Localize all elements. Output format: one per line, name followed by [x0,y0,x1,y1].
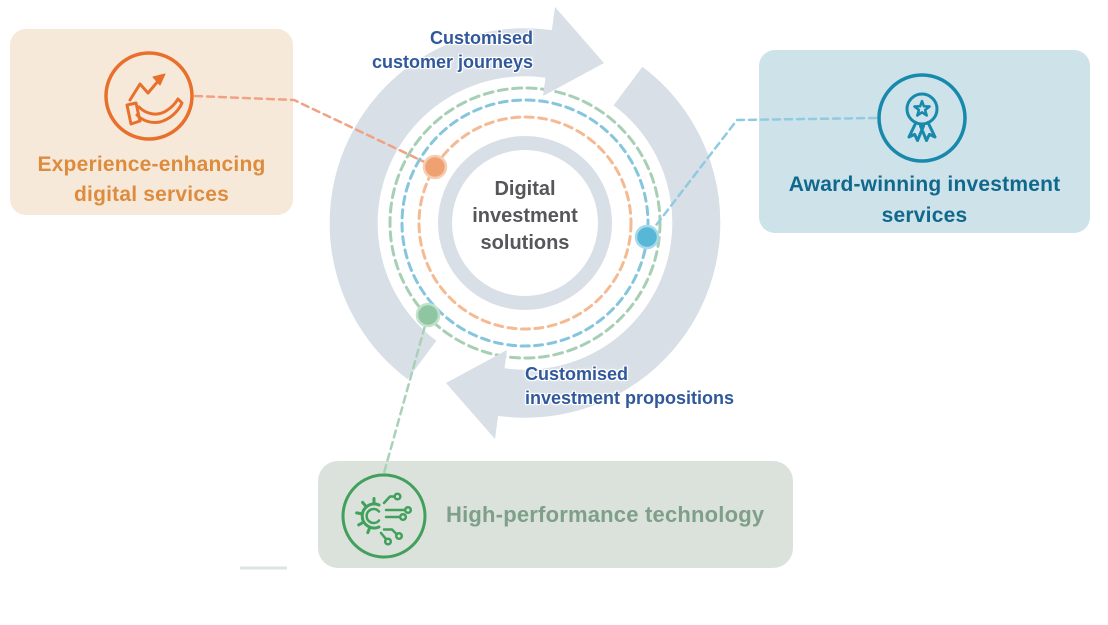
label-customised-customer-journeys: Customised customer journeys [253,26,533,74]
circuit-node [394,531,404,541]
card-experience-label-line1: Experience-enhancing [37,153,266,176]
circuit-node [393,492,402,501]
hand-thumb [125,101,142,126]
award-medal-icon [876,72,968,164]
circuit-traces [379,495,406,541]
center-label-line1: Digital [494,178,556,200]
hand-growth-chart-icon [103,50,195,142]
circuit-node [403,505,413,515]
node-dot-green [415,302,441,328]
ribbon-right [919,121,937,142]
gear-inner-arc [365,507,381,525]
icon-circle-outline [104,51,194,141]
label-digital-investment-solutions: Digital investment solutions [435,176,615,257]
label-customised-investment-propositions: Customised investment propositions [525,362,825,410]
card-experience-label-line2: digital services [74,183,229,206]
medal-circle [905,92,939,126]
icon-circle-outline [877,73,967,163]
card-award-winning-services: Award-winning investment services [759,50,1090,233]
cycle-arrow-bottom-head [446,350,507,439]
label-bottom-line2: investment propositions [525,388,735,408]
node-dot-blue [634,224,660,250]
growth-zigzag-line [128,78,161,102]
circuit-node [398,512,408,522]
label-bottom-line1: Customised [525,364,629,384]
card-high-performance-technology: High-performance technology [318,461,793,568]
hand-palm [135,97,184,124]
card-experience-label: Experience-enhancing digital services [10,150,293,210]
card-award-label-line1: Award-winning investment [788,173,1061,196]
medal-star [913,99,931,117]
node-dot-orange [422,154,448,180]
center-label-line2: investment [472,205,578,227]
label-top-line1: Customised [429,28,533,48]
connector-green [382,313,430,475]
gear-teeth [355,497,376,535]
card-award-label-line2: services [881,204,968,227]
gear-body [360,502,381,530]
center-label-line3: solutions [480,232,570,254]
growth-arrowhead [152,73,166,86]
gear-circuit-icon [338,470,430,562]
card-award-label: Award-winning investment services [759,169,1090,231]
cycle-arrow-top-head [543,7,604,96]
card-technology-label: High-performance technology [446,501,765,527]
icon-circle-outline [341,473,427,559]
card-experience-digital-services: Experience-enhancing digital services [10,29,293,215]
label-top-line2: customer journeys [371,52,533,72]
ribbon-left [907,121,925,142]
circuit-node [383,537,393,546]
